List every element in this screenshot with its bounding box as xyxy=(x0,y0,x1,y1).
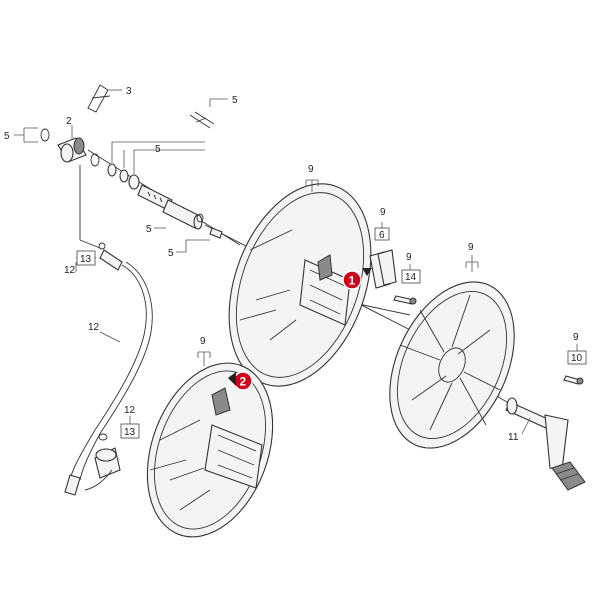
label-9-disc-lower: 9 xyxy=(200,336,206,347)
label-5-bottom-a: 5 xyxy=(146,224,152,235)
label-9-disc-upper: 9 xyxy=(308,164,314,175)
label-group-5-bottom: 5 5 xyxy=(146,213,223,259)
label-9-disc-right: 9 xyxy=(468,242,474,253)
reel-disc-right: 9 xyxy=(389,242,515,449)
label-6: 6 xyxy=(379,230,385,241)
sleeve-part-2: 2 xyxy=(57,116,87,163)
label-12-middle: 12 xyxy=(88,322,100,333)
callout-1: 1 xyxy=(342,268,372,290)
screw-part-10: 9 10 xyxy=(563,332,587,385)
label-5-top-group: 5 xyxy=(155,144,161,155)
label-2: 2 xyxy=(66,116,72,127)
latch-part-6: 9 6 xyxy=(369,207,397,289)
label-11: 11 xyxy=(508,432,519,443)
label-10: 10 xyxy=(571,353,583,364)
callout-2-number: 2 xyxy=(240,375,247,389)
crank-part-11: 11 xyxy=(505,397,586,491)
label-9-latch: 9 xyxy=(380,207,386,218)
label-13-lower: 13 xyxy=(124,427,136,438)
screw-part-14: 9 14 xyxy=(393,252,421,305)
callout-1-number: 1 xyxy=(349,274,356,288)
label-group-12-middle: 12 xyxy=(88,322,121,343)
label-14: 14 xyxy=(405,272,417,283)
callout-2: 2 xyxy=(228,371,253,391)
reel-disc-upper: 9 xyxy=(228,164,372,387)
label-9-screw-14: 9 xyxy=(406,252,412,263)
label-12-lower: 12 xyxy=(124,405,136,416)
label-9-screw-10: 9 xyxy=(573,332,579,343)
label-12-upper: 12 xyxy=(64,265,76,276)
label-5-bottom-b: 5 xyxy=(168,248,174,259)
clip-part-3: 3 xyxy=(87,84,132,113)
label-5-left: 5 xyxy=(4,131,10,142)
label-group-5-left: 5 xyxy=(4,127,50,143)
callout-1-badge xyxy=(342,270,362,290)
seal-rings-part-5: 5 xyxy=(90,141,205,190)
callout-1-arrow xyxy=(362,268,372,276)
label-3: 3 xyxy=(126,86,132,97)
callout-2-arrow xyxy=(228,372,236,386)
label-13-upper: 13 xyxy=(80,254,92,265)
label-5-top: 5 xyxy=(232,95,238,106)
hose-part-12 xyxy=(64,249,153,496)
label-group-12-13-upper: 12 13 xyxy=(64,242,106,276)
label-group-12-13-lower: 12 13 xyxy=(120,405,140,439)
reel-disc-lower: 9 xyxy=(146,336,274,538)
label-group-5-top: 5 xyxy=(189,95,238,129)
threaded-fitting xyxy=(137,184,203,230)
